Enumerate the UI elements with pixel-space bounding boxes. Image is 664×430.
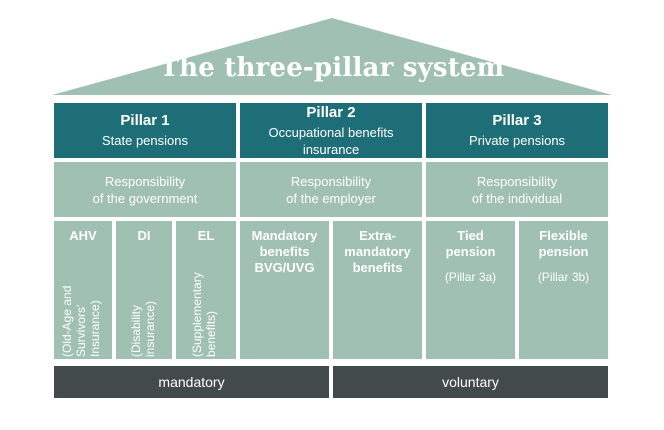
column-tied-pension-title-line-1: Tied (457, 228, 484, 243)
column-extra-mandatory-benefits: Extra- mandatory benefits (333, 221, 422, 359)
pillar-1-header: Pillar 1 State pensions (54, 103, 236, 158)
column-extra-mandatory-benefits-title-line-2: mandatory (344, 244, 411, 259)
base-voluntary: voluntary (333, 366, 608, 398)
pillar-1-subtitle: State pensions (101, 133, 188, 148)
column-di-title: DI (137, 228, 151, 243)
column-extra-mandatory-benefits-title-line-3: benefits (352, 260, 403, 275)
column-el-title: EL (197, 228, 215, 243)
column-ahv-description-line-3: Insurance) (88, 300, 102, 357)
column-di-description: (Disability insurance) (129, 301, 157, 357)
column-ahv: AHV (Old-Age and Survivors' Insurance) (54, 221, 112, 359)
column-flexible-pension: Flexible pension (Pillar 3b) (519, 221, 608, 359)
pillar-3-responsibility-line-2: of the individual (471, 190, 563, 206)
column-di-description-line-2: insurance) (143, 300, 157, 357)
column-flexible-pension-sub: (Pillar 3b) (537, 270, 590, 284)
pillar-2-responsibility-line-1: Responsibility (290, 173, 372, 189)
column-mandatory-benefits-title: Mandatory benefits BVG/UVG (240, 228, 329, 276)
column-ahv-description: (Old-Age and Survivors' Insurance) (60, 286, 102, 357)
pillar-2-responsibility: Responsibility of the employer (240, 162, 422, 217)
column-el-description: (Supplementary benefits) (190, 272, 218, 357)
column-flexible-pension-title: Flexible pension (519, 228, 608, 260)
column-di: DI (Disability insurance) (116, 221, 172, 359)
column-tied-pension-sub: (Pillar 3a) (444, 270, 497, 284)
column-el: EL (Supplementary benefits) (176, 221, 236, 359)
column-mandatory-benefits-title-line-3: BVG/UVG (254, 260, 315, 275)
pillar-3-title: Pillar 3 (492, 112, 542, 129)
base-mandatory: mandatory (54, 366, 329, 398)
pillar-3-responsibility-line-1: Responsibility (476, 173, 558, 189)
pillar-3-responsibility: Responsibility of the individual (426, 162, 608, 217)
pillar-1-title: Pillar 1 (120, 112, 170, 129)
column-extra-mandatory-benefits-title: Extra- mandatory benefits (333, 228, 422, 276)
pillar-2-header: Pillar 2 Occupational benefits insurance (240, 103, 422, 158)
pillar-3-header: Pillar 3 Private pensions (426, 103, 608, 158)
pillar-1-responsibility: Responsibility of the government (54, 162, 236, 217)
pillar-2-title: Pillar 2 (306, 103, 356, 121)
column-flexible-pension-title-line-1: Flexible (539, 228, 588, 243)
pillar-3-subtitle: Private pensions (468, 133, 566, 148)
column-el-description-line-1: (Supplementary (190, 272, 204, 357)
column-ahv-description-line-2: Survivors' (74, 304, 88, 357)
column-tied-pension-title-line-2: pension (445, 244, 496, 259)
roof-shape (52, 18, 612, 95)
column-ahv-description-line-1: (Old-Age and (60, 285, 74, 357)
column-flexible-pension-title-line-2: pension (538, 244, 589, 259)
pillar-1-responsibility-line-1: Responsibility (104, 173, 186, 189)
roof (52, 18, 612, 95)
pillar-2-subtitle: Occupational benefits insurance (268, 124, 394, 157)
pillar-1-responsibility-line-2: of the government (92, 190, 198, 206)
column-mandatory-benefits: Mandatory benefits BVG/UVG (240, 221, 329, 359)
column-extra-mandatory-benefits-title-line-1: Extra- (359, 228, 396, 243)
column-di-description-line-1: (Disability (129, 304, 143, 357)
column-el-description-line-2: benefits) (204, 310, 218, 357)
pillar-2-responsibility-line-2: of the employer (286, 190, 376, 206)
column-mandatory-benefits-title-line-2: benefits (259, 244, 310, 259)
column-tied-pension-title: Tied pension (426, 228, 515, 260)
column-mandatory-benefits-title-line-1: Mandatory (251, 228, 318, 243)
diagram-title: The three-pillar system (159, 53, 505, 83)
column-tied-pension: Tied pension (Pillar 3a) (426, 221, 515, 359)
column-ahv-title: AHV (69, 228, 97, 243)
